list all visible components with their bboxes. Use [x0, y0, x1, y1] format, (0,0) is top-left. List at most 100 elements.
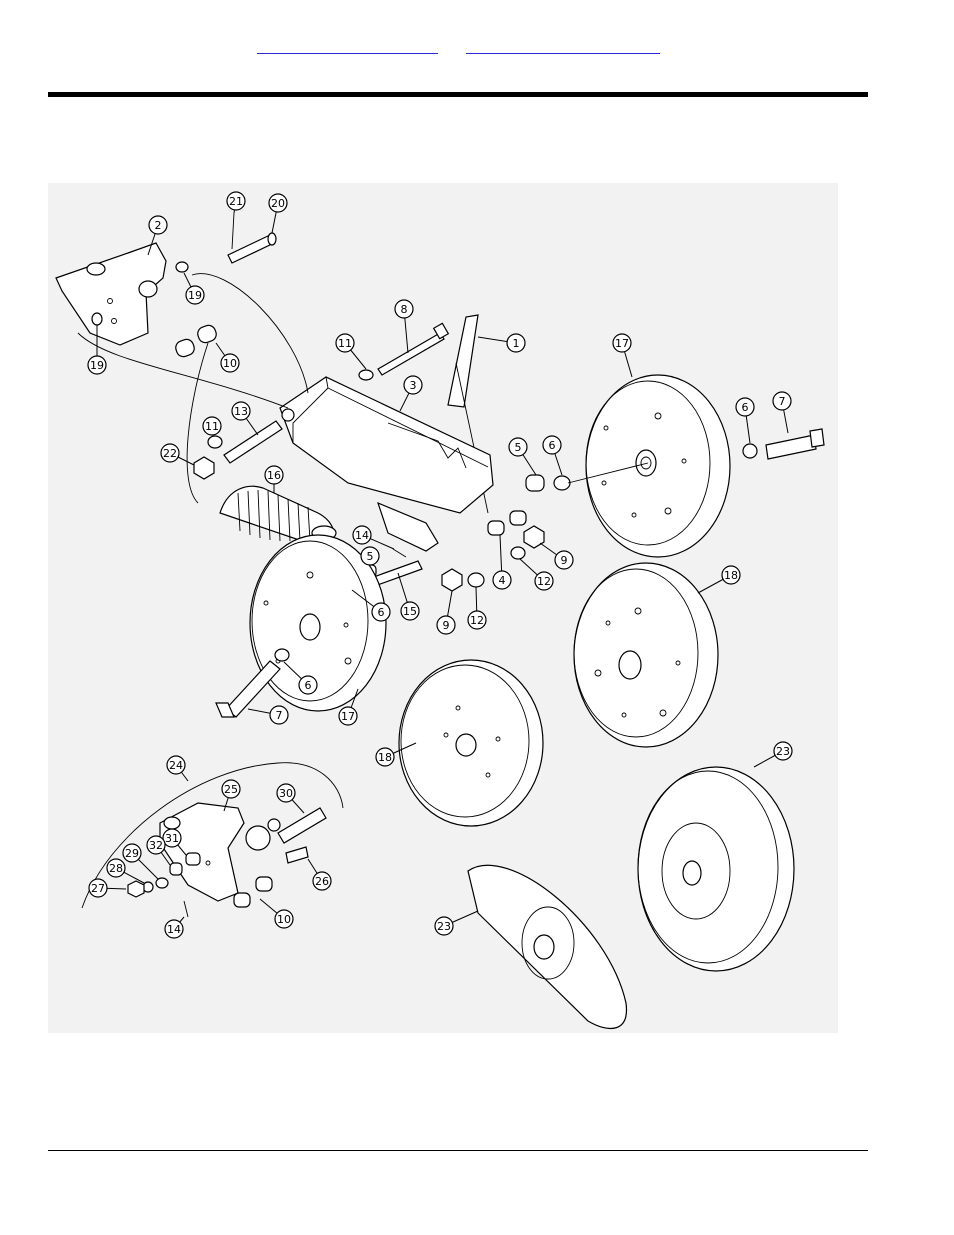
callout-circle	[721, 565, 741, 585]
callout-circle	[202, 416, 222, 436]
callout-number: 19	[90, 359, 104, 372]
nut-22	[193, 456, 215, 480]
callout-number: 9	[561, 554, 568, 567]
callout-17: 17	[338, 706, 358, 726]
callout-circle	[226, 191, 246, 211]
callout-circle	[276, 783, 296, 803]
callout-number: 26	[315, 875, 329, 888]
washer-29	[155, 877, 169, 889]
callout-12: 12	[534, 571, 554, 591]
footer-rule	[48, 1150, 868, 1151]
callout-24: 24	[166, 755, 186, 775]
callout-circle	[467, 610, 487, 630]
callout-12: 12	[467, 610, 487, 630]
callout-number: 10	[277, 913, 291, 926]
pin-20	[227, 232, 277, 264]
callout-20: 20	[268, 193, 288, 213]
header-link-2[interactable]	[466, 52, 660, 54]
callout-circle	[371, 602, 391, 622]
washer-6c	[742, 443, 758, 459]
callout-6: 6	[542, 435, 562, 455]
callout-circle	[394, 299, 414, 319]
bushing-4	[487, 520, 505, 536]
callout-number: 20	[271, 197, 285, 210]
main-frame	[279, 376, 494, 552]
shaft-13	[223, 420, 283, 464]
callout-circle	[492, 570, 512, 590]
callout-circle	[400, 601, 420, 621]
callout-number: 15	[403, 605, 417, 618]
press-wheel-18-left	[398, 659, 544, 827]
callout-number: 22	[163, 447, 177, 460]
callout-14: 14	[164, 919, 184, 939]
callout-number: 7	[276, 709, 283, 722]
callout-number: 17	[615, 337, 629, 350]
axle-line-17	[567, 462, 649, 484]
callout-17: 17	[612, 333, 632, 353]
bolt-7-right	[765, 428, 825, 460]
callout-11: 11	[335, 333, 355, 353]
callout-22: 22	[160, 443, 180, 463]
callout-number: 9	[443, 619, 450, 632]
callout-circle	[312, 871, 332, 891]
callout-10: 10	[220, 353, 240, 373]
callout-circle	[264, 465, 284, 485]
callout-circle	[360, 546, 380, 566]
callout-number: 31	[165, 832, 179, 845]
callout-5: 5	[508, 437, 528, 457]
callout-6: 6	[371, 602, 391, 622]
callout-14: 14	[352, 525, 372, 545]
callout-number: 29	[125, 847, 139, 860]
callout-number: 27	[91, 882, 105, 895]
callout-7: 7	[269, 705, 289, 725]
callout-27: 27	[88, 878, 108, 898]
header-link-1[interactable]	[257, 52, 438, 54]
callout-number: 24	[169, 759, 183, 772]
callout-circle	[352, 525, 372, 545]
callout-6: 6	[735, 397, 755, 417]
callout-16: 16	[264, 465, 284, 485]
bushing-5a	[525, 474, 545, 492]
callout-2: 2	[148, 215, 168, 235]
callout-circle	[268, 193, 288, 213]
callout-circle	[403, 375, 423, 395]
callout-1: 1	[506, 333, 526, 353]
callout-number: 23	[437, 920, 451, 933]
callout-number: 6	[305, 679, 312, 692]
callout-number: 19	[188, 289, 202, 302]
callout-4: 4	[492, 570, 512, 590]
callout-circle	[298, 675, 318, 695]
callout-number: 18	[724, 569, 738, 582]
callout-number: 4	[499, 574, 506, 587]
cotter-pin-14	[392, 548, 407, 558]
callout-group: 1234556666778991010111112121314141516171…	[87, 191, 793, 939]
callout-23: 23	[434, 916, 454, 936]
cotter-pin-14b	[183, 900, 189, 918]
callout-circle	[436, 615, 456, 635]
callout-circle	[542, 435, 562, 455]
callout-number: 1	[513, 337, 520, 350]
callout-circle	[231, 401, 251, 421]
callout-number: 28	[109, 862, 123, 875]
callout-number: 13	[234, 405, 248, 418]
callout-circle	[612, 333, 632, 353]
callout-18: 18	[375, 747, 395, 767]
cotter-pin-21	[231, 212, 235, 250]
callout-31: 31	[162, 828, 182, 848]
callout-number: 18	[378, 751, 392, 764]
callout-number: 2	[155, 219, 162, 232]
callout-3: 3	[403, 375, 423, 395]
link-line-3	[186, 342, 209, 504]
callout-number: 25	[224, 783, 238, 796]
bushing-31	[185, 852, 201, 866]
closing-disc-23-left	[467, 864, 628, 1029]
callout-circle	[508, 437, 528, 457]
header-rule	[48, 92, 868, 97]
callout-number: 32	[149, 839, 163, 852]
callout-circle	[148, 215, 168, 235]
callout-number: 12	[537, 575, 551, 588]
callout-circle	[166, 755, 186, 775]
callout-number: 21	[229, 195, 243, 208]
callout-circle	[220, 353, 240, 373]
